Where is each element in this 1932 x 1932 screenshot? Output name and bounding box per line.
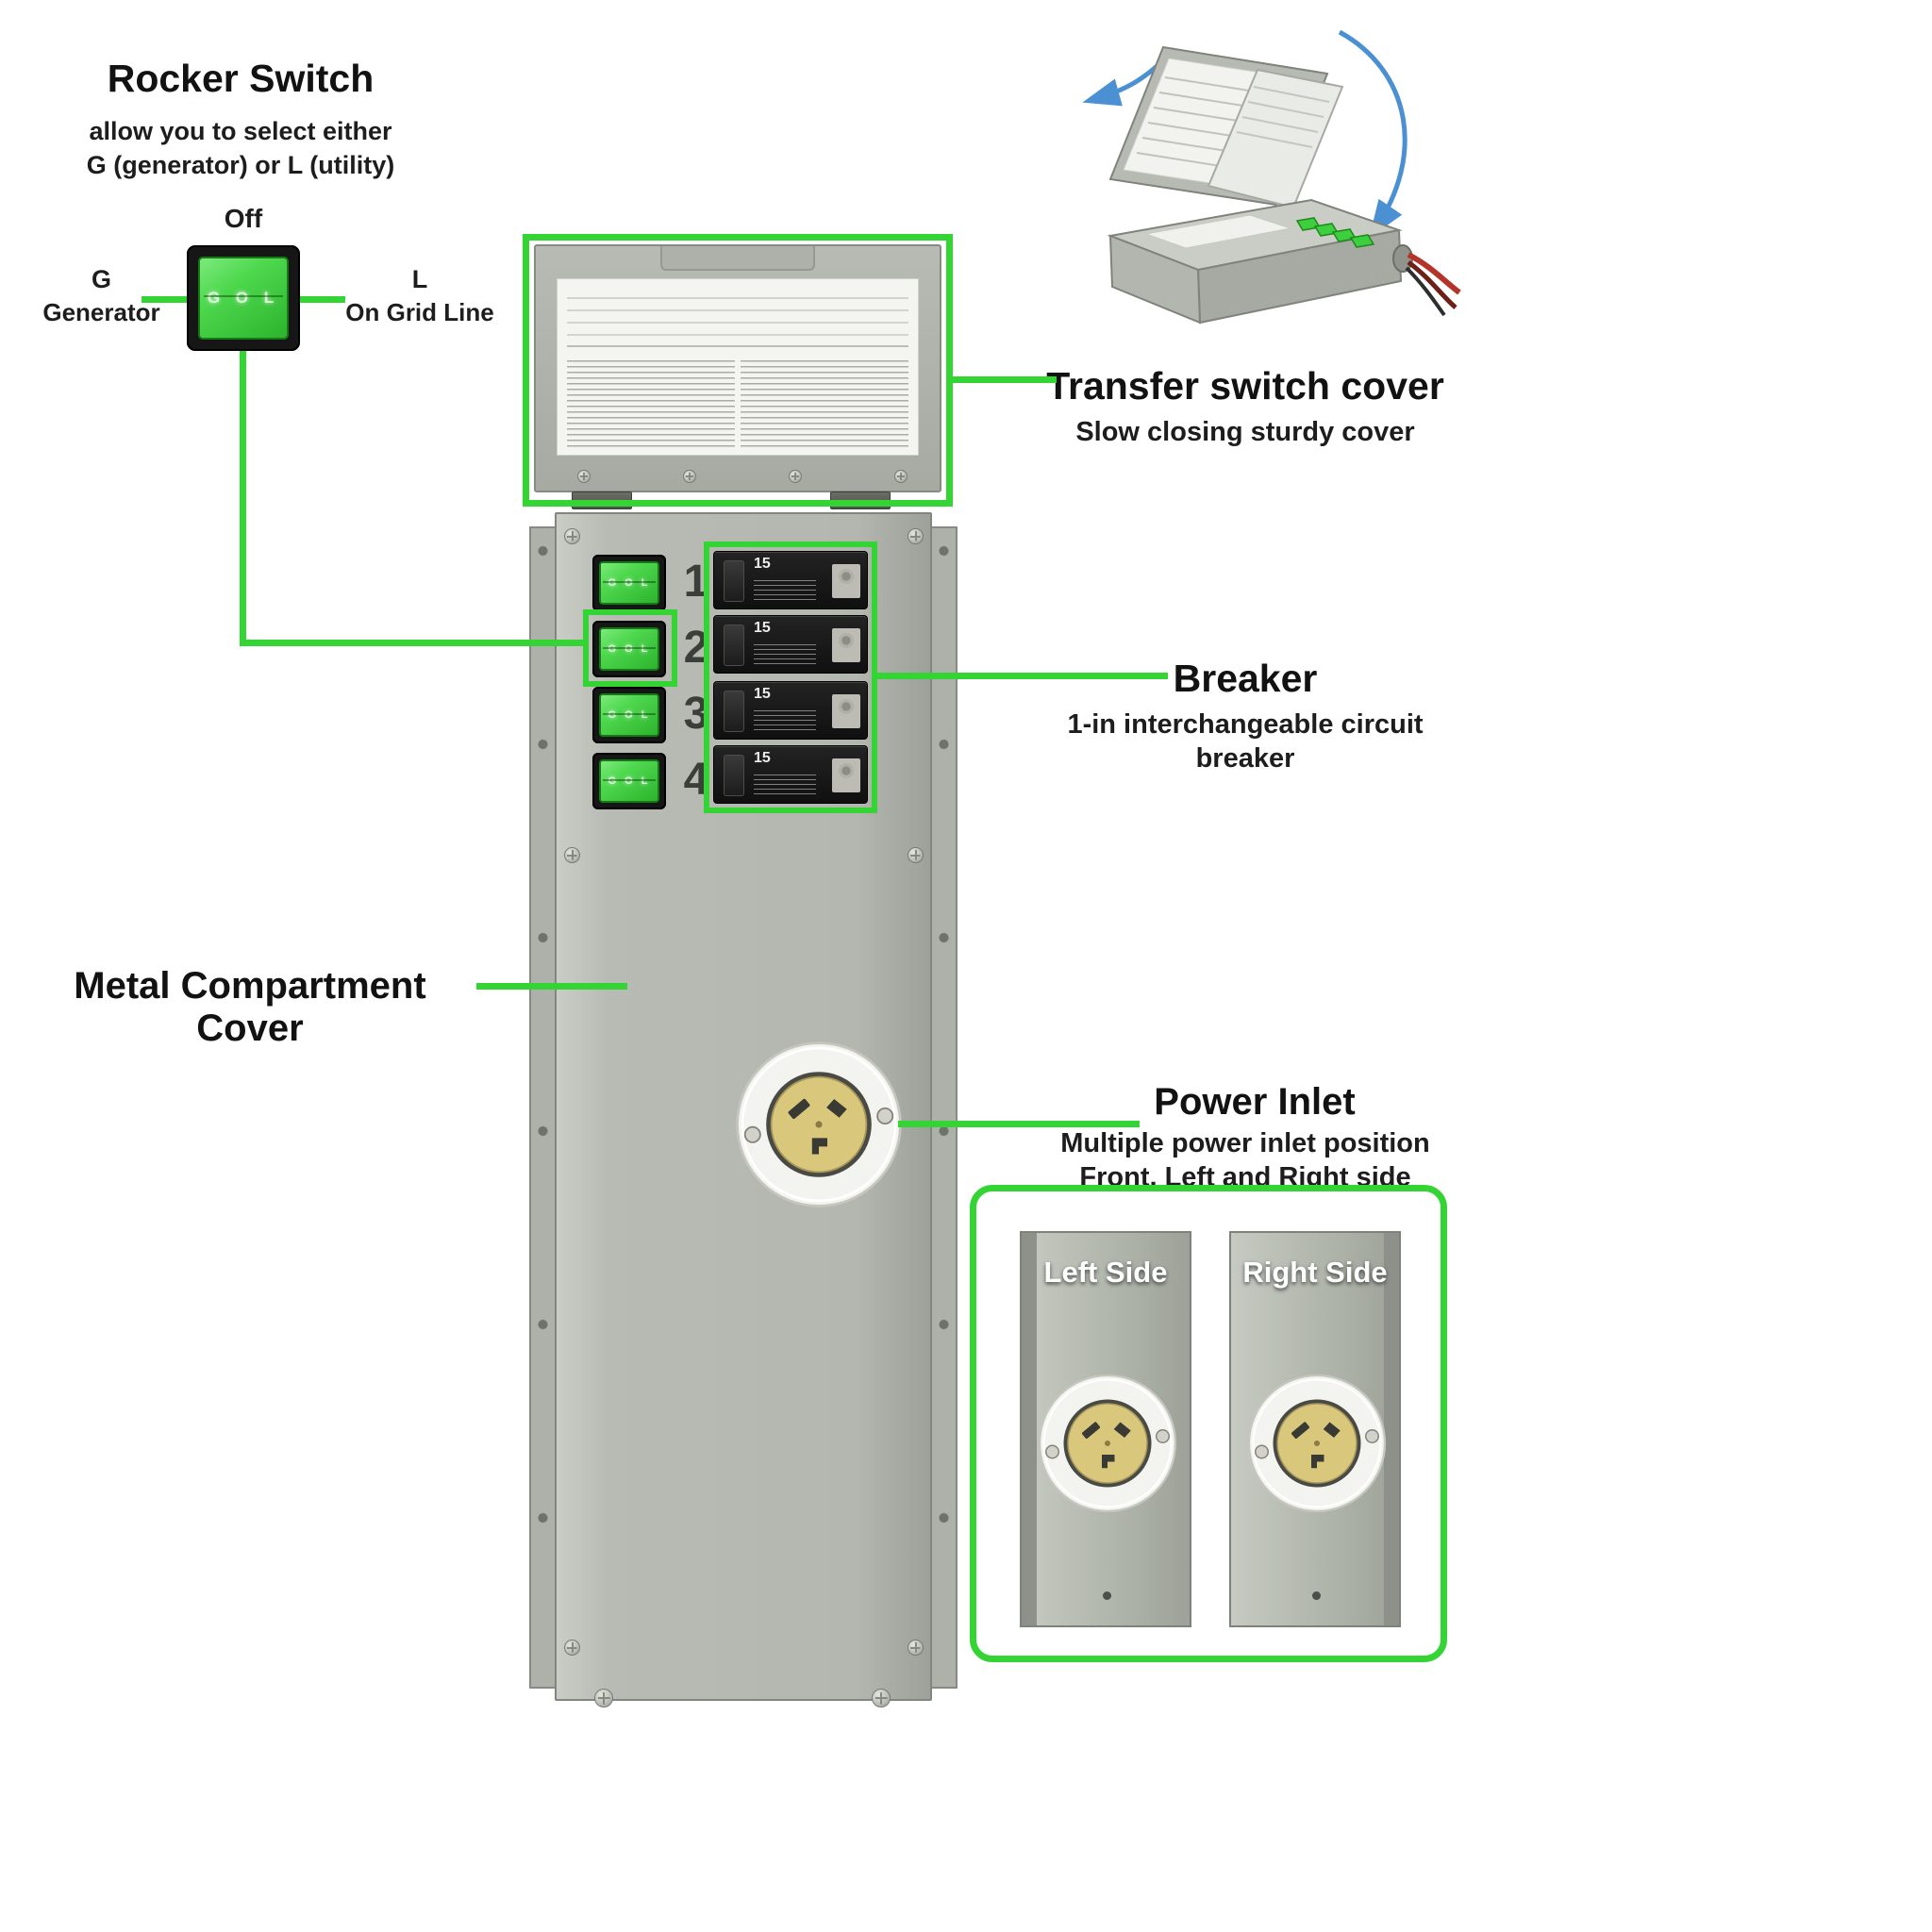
instruction-form-lines [567, 287, 908, 347]
rocker-switch-subtitle-line1: allow you to select either [89, 117, 392, 145]
circuit-breaker-4: 15 [713, 745, 868, 804]
breaker-subtitle-line2: breaker [1195, 743, 1295, 774]
instruction-text-column-left [567, 360, 735, 447]
cover-screw [894, 470, 908, 483]
generator-label: Generator [42, 298, 160, 326]
body-screw [564, 1640, 580, 1656]
unit-rocker-text-3: G O L [608, 709, 651, 721]
rocker-switch-subtitle-line2: G (generator) or L (utility) [86, 151, 395, 179]
generator-letter-label: G [91, 265, 111, 293]
unit-rocker-face-1: G O L [599, 561, 659, 605]
side-inlet-detail-box: Left Side Right Side [970, 1185, 1447, 1662]
power-inlet-callout-line [898, 1121, 1140, 1127]
unit-rocker-face-2: G O L [599, 627, 659, 671]
breaker-fine-print [754, 580, 816, 601]
rocker-switch-face: G O L [198, 257, 289, 340]
unit-rocker-text-4: G O L [608, 775, 651, 787]
unit-rocker-switch-4: G O L [592, 753, 666, 809]
breaker-amp-label: 15 [754, 750, 771, 766]
cover-handle-notch [660, 246, 815, 271]
breaker-title: Breaker [1173, 657, 1318, 700]
breaker-label-sticker [832, 694, 860, 728]
cover-motion-arrow-right [1338, 29, 1407, 239]
transfer-cover-title: Transfer switch cover [1046, 364, 1444, 408]
body-screw [564, 847, 580, 863]
cover-screw [789, 470, 802, 483]
left-side-label: Left Side [1043, 1256, 1168, 1289]
breaker-toggle [724, 691, 744, 732]
utility-label: On Grid Line [345, 298, 494, 326]
off-label: Off [224, 204, 263, 233]
rocker-down-line [240, 351, 246, 643]
cover-screw [577, 470, 591, 483]
breaker-amp-label: 15 [754, 686, 771, 702]
cover-highlight-box [523, 234, 953, 507]
metal-cover-callout-line [476, 983, 627, 990]
right-side-panel: Right Side [1229, 1231, 1401, 1627]
rocker-switch-title: Rocker Switch [107, 57, 375, 100]
breaker-fine-print [754, 644, 816, 665]
right-panel-edge [1384, 1233, 1399, 1625]
body-screw [908, 847, 924, 863]
rocker-right-line [300, 296, 345, 303]
circuit-breaker-3: 15 [713, 681, 868, 740]
rocker-switch-face-text: G O L [207, 289, 280, 307]
body-screw [908, 528, 924, 544]
breaker-label-sticker [832, 758, 860, 792]
switch-2-highlight-box [583, 609, 677, 687]
unit-rocker-face-4: G O L [599, 759, 659, 803]
cover-callout-line [953, 376, 1057, 383]
power-inlet-subtitle-line1: Multiple power inlet position [1060, 1128, 1430, 1158]
breaker-fine-print [754, 710, 816, 731]
breaker-toggle [724, 560, 744, 602]
foot-screw [872, 1689, 891, 1707]
power-inlet-title: Power Inlet [1154, 1081, 1356, 1123]
left-panel-mount-hole [1103, 1591, 1111, 1600]
rocker-left-line [142, 296, 187, 303]
rocker-switch-graphic: G O L [187, 245, 300, 351]
body-screw [908, 1640, 924, 1656]
circuit-breaker-1: 15 [713, 551, 868, 609]
transfer-cover-subtitle: Slow closing sturdy cover [1075, 417, 1415, 447]
breaker-highlight-box [704, 541, 877, 813]
unit-rocker-switch-2: G O L [592, 621, 666, 677]
rocker-across-line [240, 640, 583, 646]
right-panel-mount-hole [1312, 1591, 1321, 1600]
power-inlet-left-side [1038, 1374, 1177, 1513]
breaker-amp-label: 15 [754, 556, 771, 572]
unit-rocker-text-1: G O L [608, 577, 651, 589]
breaker-amp-label: 15 [754, 620, 771, 636]
breaker-label-sticker [832, 628, 860, 662]
foot-screw [594, 1689, 613, 1707]
breaker-label-sticker [832, 564, 860, 598]
cover-screw [683, 470, 696, 483]
utility-letter-label: L [411, 265, 428, 293]
unit-rocker-face-3: G O L [599, 693, 659, 737]
transfer-switch-cover [534, 244, 941, 492]
breaker-subtitle-line1: 1-in interchangeable circuit [1067, 709, 1424, 740]
metal-cover-title: Metal Compartment Cover [74, 965, 426, 1049]
instruction-text-column-right [741, 360, 908, 447]
unit-rocker-switch-3: G O L [592, 687, 666, 743]
breaker-toggle [724, 755, 744, 796]
breaker-toggle [724, 625, 744, 666]
breaker-fine-print [754, 774, 816, 795]
instruction-sheet [557, 278, 919, 456]
right-side-label: Right Side [1242, 1256, 1388, 1289]
left-side-panel: Left Side [1020, 1231, 1191, 1627]
unit-rocker-switch-1: G O L [592, 555, 666, 611]
isometric-open-cover-view [1082, 29, 1461, 325]
breaker-callout-line [877, 673, 1168, 679]
circuit-breaker-2: 15 [713, 615, 868, 674]
body-screw [564, 528, 580, 544]
mounting-flange-left [529, 526, 557, 1689]
power-inlet-right-side [1247, 1374, 1387, 1513]
left-panel-edge [1022, 1233, 1037, 1625]
mounting-flange-right [930, 526, 958, 1689]
power-inlet-front [736, 1041, 902, 1208]
